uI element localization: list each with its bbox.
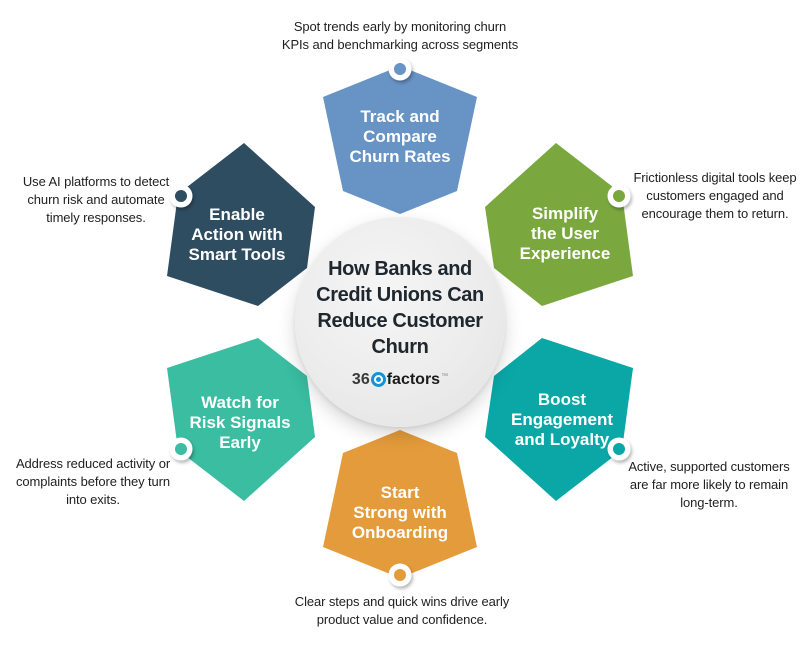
connector-dot-simplify xyxy=(613,190,625,202)
connector-dot-onboarding xyxy=(394,569,406,581)
annotation-enable-smart-tools: Use AI platforms to detect churn risk an… xyxy=(22,174,170,225)
hexagon-enable-smart-tools xyxy=(167,143,315,306)
annotation-track-churn-rates: Spot trends early by monitoring churn KP… xyxy=(281,19,519,52)
hexagon-track-churn-rates xyxy=(323,66,477,214)
diagram-title: How Banks and Credit Unions Can Reduce C… xyxy=(316,257,484,358)
hexagon-boost-engagement-loyalty xyxy=(485,338,633,501)
logo-globe-icon xyxy=(370,372,386,387)
hexagon-simplify-user-experience xyxy=(485,143,633,306)
annotation-boost-engagement-loyalty: Active, supported customers are far more… xyxy=(628,459,790,510)
segment-label-boost-engagement-loyalty: Boost Engagement and Loyalty xyxy=(510,390,614,449)
logo-trademark: ™ xyxy=(441,372,449,380)
connector-dot-signals xyxy=(175,443,187,455)
connector-dot-track xyxy=(394,63,406,75)
hexagon-start-strong-onboarding xyxy=(323,430,477,578)
logo-suffix-text: factors xyxy=(386,370,441,388)
segment-label-simplify-user-experience: Simplify the User Experience xyxy=(519,204,611,263)
segment-label-track-churn-rates: Track and Compare Churn Rates xyxy=(349,107,451,166)
segment-label-watch-risk-signals: Watch for Risk Signals Early xyxy=(189,393,291,452)
center-circle: How Banks and Credit Unions Can Reduce C… xyxy=(295,217,505,427)
segment-label-start-strong-onboarding: Start Strong with Onboarding xyxy=(351,483,449,542)
annotation-simplify-user-experience: Frictionless digital tools keep customer… xyxy=(633,170,797,221)
segment-label-enable-smart-tools: Enable Action with Smart Tools xyxy=(188,205,286,264)
hexagon-watch-risk-signals xyxy=(167,338,315,501)
annotation-watch-risk-signals: Address reduced activity or complaints b… xyxy=(15,456,171,507)
connector-dot-smart-tools xyxy=(175,190,187,202)
logo-prefix-text: 36 xyxy=(351,370,370,388)
brand-logo: 36 factors ™ xyxy=(352,371,448,389)
annotation-start-strong-onboarding: Clear steps and quick wins drive early p… xyxy=(294,594,510,627)
logo-globe-icon-inner xyxy=(373,375,383,384)
connector-dot-boost xyxy=(613,443,625,455)
